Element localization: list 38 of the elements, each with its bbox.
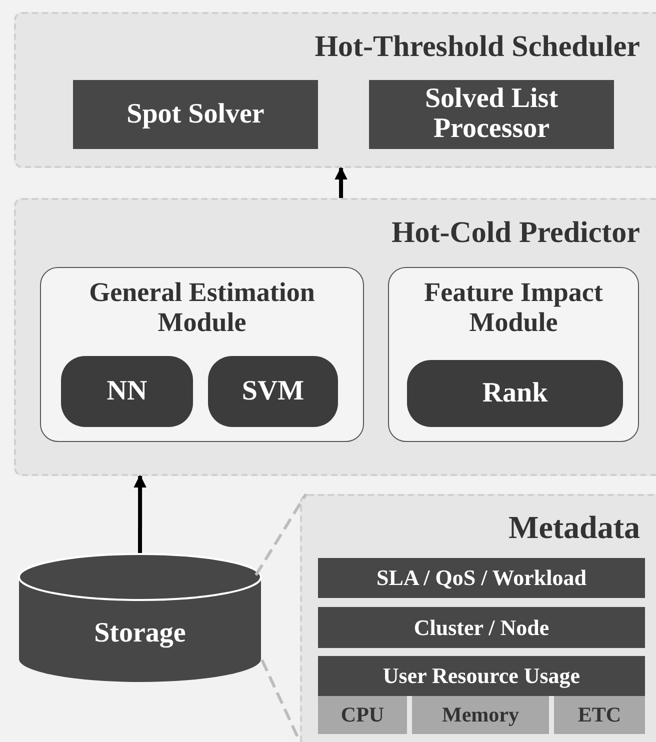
panel-title: Feature Impact Module [423, 278, 604, 338]
box-label: CPU [340, 703, 386, 727]
panel-title: Metadata [508, 510, 640, 546]
rounded-box [61, 356, 193, 427]
box-label: Solved List Processor [424, 84, 560, 146]
box-label: ETC [576, 703, 622, 727]
box-label: Rank [481, 378, 549, 409]
dashed-panel [14, 198, 656, 476]
metadata-bar [318, 656, 645, 696]
box-label: Spot Solver [126, 99, 266, 130]
panel-title: Hot-Threshold Scheduler [314, 30, 640, 63]
metadata-bar [318, 607, 645, 648]
box-label: User Resource Usage [382, 664, 582, 688]
metadata-cell [318, 696, 407, 734]
rounded-box [407, 360, 623, 427]
process-box [369, 80, 614, 149]
zoom-line [254, 493, 308, 576]
panel-title: General Estimation Module [88, 278, 316, 338]
metadata-cell [412, 696, 549, 734]
box-label: NN [106, 376, 148, 407]
storage-cylinder [18, 553, 262, 683]
box-label: SLA / QoS / Workload [376, 566, 588, 590]
metadata-cell [554, 696, 645, 734]
box-label: Cluster / Node [412, 615, 550, 640]
rounded-box [208, 356, 338, 427]
process-box [73, 80, 318, 149]
module-box [388, 267, 639, 442]
metadata-bar [318, 558, 645, 598]
panel-title: Hot-Cold Predictor [391, 216, 640, 249]
arrow [334, 166, 348, 198]
module-box [40, 267, 364, 442]
box-label: Memory [441, 703, 520, 727]
dashed-panel [14, 12, 656, 168]
box-label: Storage [93, 618, 187, 649]
dashed-panel [300, 494, 656, 742]
arrow [134, 474, 146, 553]
zoom-line [260, 659, 302, 742]
box-label: SVM [240, 376, 306, 407]
